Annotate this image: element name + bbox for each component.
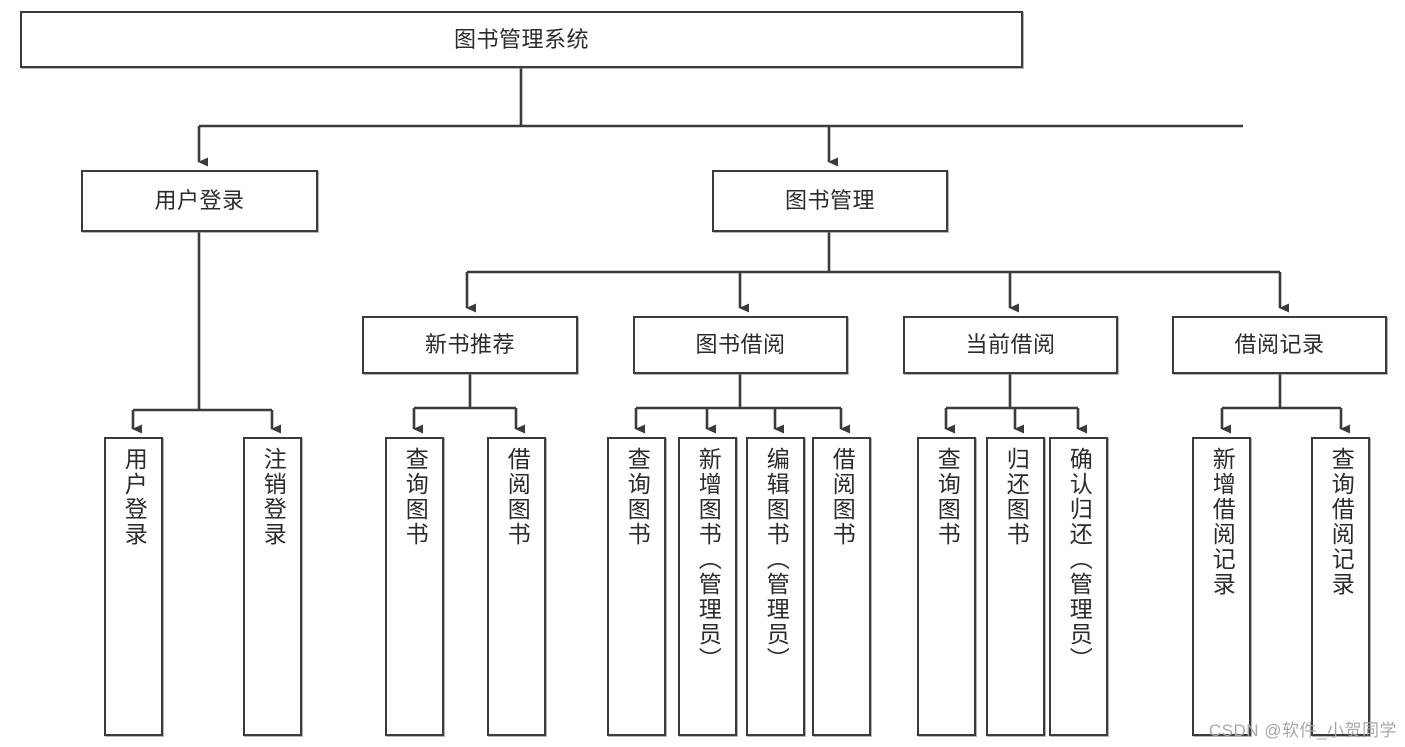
leaf-borrow-edit-book-admin-label: 编辑图书（管理员）: [763, 447, 790, 672]
node-book-borrow[interactable]: 图书借阅: [633, 316, 848, 374]
leaf-record-query-record[interactable]: 查询借阅记录: [1311, 437, 1370, 736]
leaf-recommend-borrow-book-label: 借阅图书: [504, 447, 531, 547]
node-new-book-recommend-label: 新书推荐: [424, 332, 515, 358]
leaf-record-add-record[interactable]: 新增借阅记录: [1192, 437, 1251, 736]
leaf-borrow-query-book[interactable]: 查询图书: [607, 437, 666, 736]
leaf-user-login-signout[interactable]: 注销登录: [243, 437, 302, 736]
node-current-borrow[interactable]: 当前借阅: [903, 316, 1118, 374]
leaf-current-return-book-label: 归还图书: [1003, 447, 1030, 547]
leaf-user-login-signin-label: 用户登录: [121, 447, 148, 547]
node-new-book-recommend[interactable]: 新书推荐: [362, 316, 578, 374]
leaf-current-confirm-return-admin[interactable]: 确认归还（管理员）: [1049, 437, 1108, 736]
leaf-record-add-record-label: 新增借阅记录: [1209, 447, 1236, 597]
csdn-watermark: CSDN @软件_小贺同学: [1208, 721, 1397, 740]
leaf-current-confirm-return-admin-label: 确认归还（管理员）: [1066, 447, 1093, 672]
node-book-borrow-label: 图书借阅: [695, 332, 786, 358]
node-current-borrow-label: 当前借阅: [965, 332, 1056, 358]
node-user-login[interactable]: 用户登录: [81, 170, 318, 232]
node-book-management[interactable]: 图书管理: [712, 170, 948, 232]
leaf-record-query-record-label: 查询借阅记录: [1328, 447, 1355, 597]
node-root-system[interactable]: 图书管理系统: [20, 11, 1023, 68]
leaf-current-query-book[interactable]: 查询图书: [917, 437, 976, 736]
leaf-current-return-book[interactable]: 归还图书: [986, 437, 1045, 736]
leaf-borrow-query-book-label: 查询图书: [624, 447, 651, 547]
leaf-user-login-signin[interactable]: 用户登录: [104, 437, 163, 736]
node-root-system-label: 图书管理系统: [453, 26, 589, 52]
leaf-user-login-signout-label: 注销登录: [260, 447, 287, 547]
leaf-borrow-edit-book-admin[interactable]: 编辑图书（管理员）: [746, 437, 805, 736]
leaf-recommend-query-book[interactable]: 查询图书: [385, 437, 444, 736]
leaf-borrow-add-book-admin-label: 新增图书（管理员）: [695, 447, 722, 672]
leaf-recommend-borrow-book[interactable]: 借阅图书: [487, 437, 546, 736]
leaf-borrow-add-book-admin[interactable]: 新增图书（管理员）: [678, 437, 737, 736]
leaf-current-query-book-label: 查询图书: [934, 447, 961, 547]
node-book-management-label: 图书管理: [784, 188, 875, 214]
node-user-login-label: 用户登录: [154, 188, 245, 214]
leaf-borrow-borrow-book[interactable]: 借阅图书: [812, 437, 871, 736]
node-borrow-record[interactable]: 借阅记录: [1172, 316, 1387, 374]
node-borrow-record-label: 借阅记录: [1234, 332, 1325, 358]
leaf-borrow-borrow-book-label: 借阅图书: [829, 447, 856, 547]
leaf-recommend-query-book-label: 查询图书: [402, 447, 429, 547]
